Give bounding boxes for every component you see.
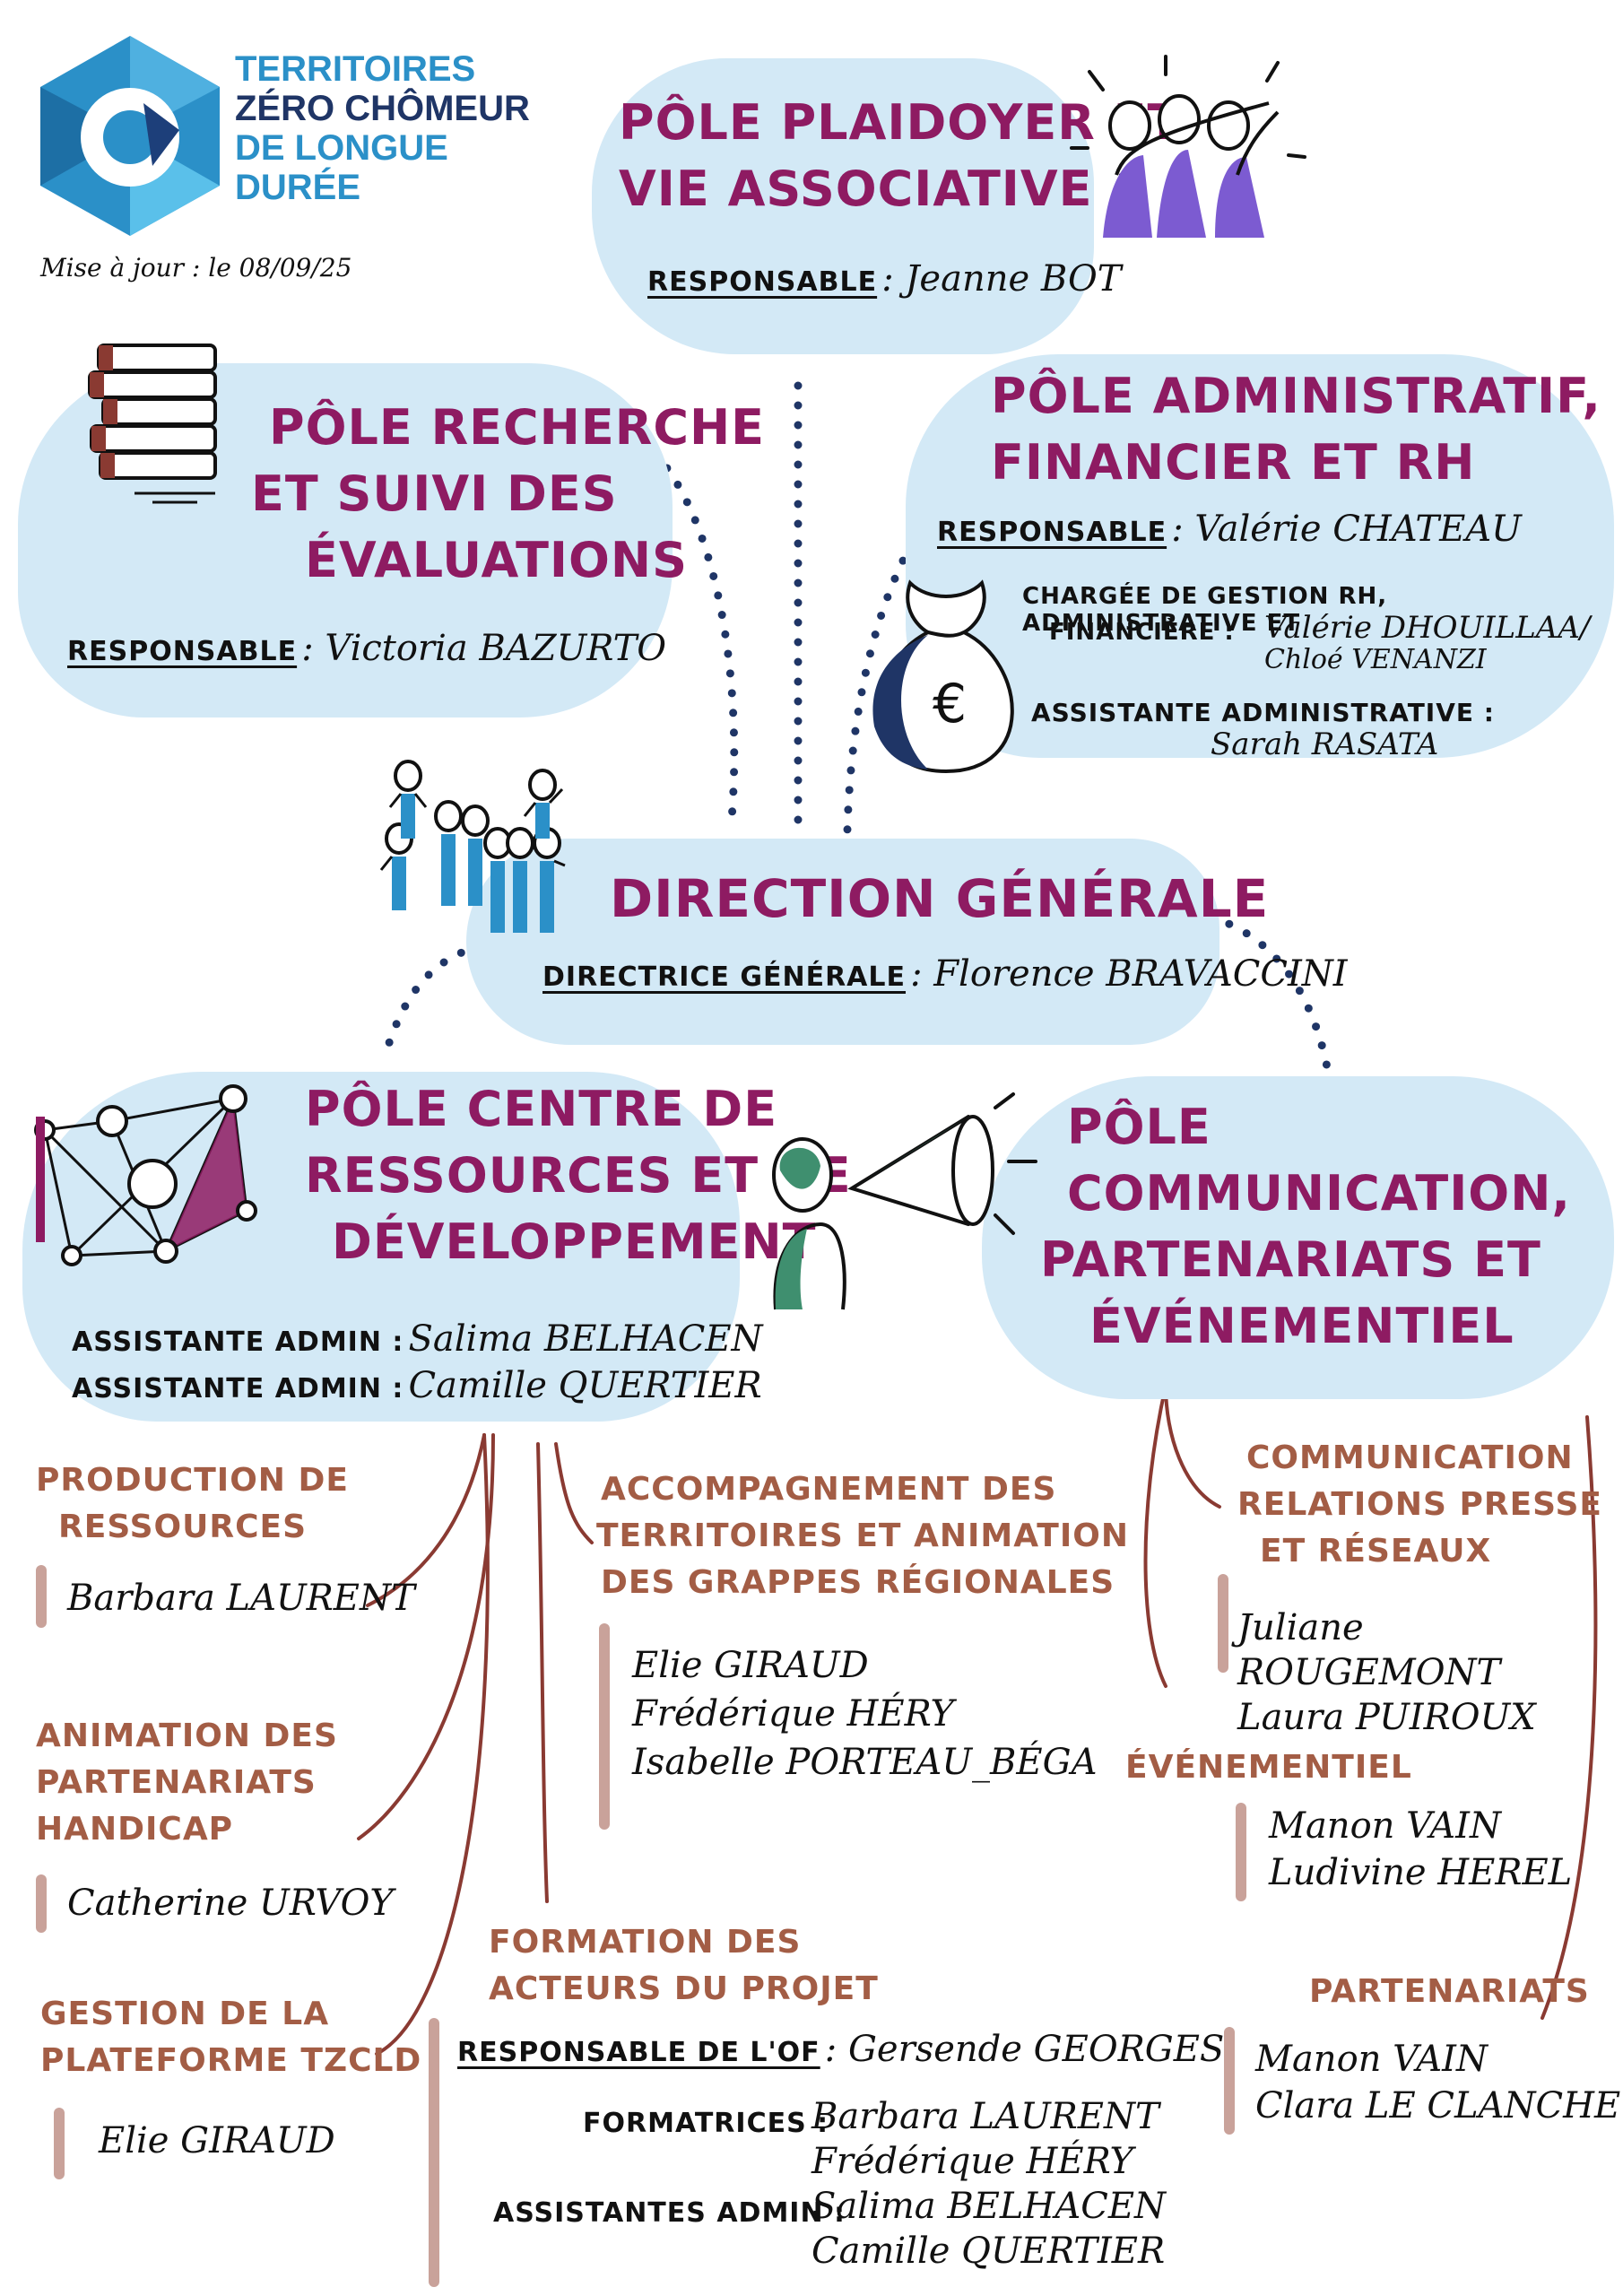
team-icon — [1070, 55, 1306, 238]
charge-names-2: Chloé VENANZI — [1264, 644, 1487, 675]
sub-accompagnement-names: Elie GIRAUD Frédérique HÉRY Isabelle POR… — [632, 1645, 1098, 1783]
sub-communication-names: Juliane ROUGEMONT Laura PUIROUX — [1237, 1607, 1536, 1738]
assistantes-label: Assistantes admin : — [493, 2197, 846, 2229]
sub-plateforme-names: Elie GIRAUD — [99, 2120, 335, 2161]
assistantes-names: Salima BELHACEN Camille QUERTIER — [812, 2186, 1167, 2272]
sub-evenementiel-names: Manon VAIN Ludivine HEREL — [1269, 1805, 1573, 1893]
pole-direction-responsable: Directrice générale : Florence BRAVACCIN… — [542, 953, 1348, 995]
branch-communication — [1164, 1384, 1221, 1509]
pole-administratif-responsable: Responsable : Valérie CHATEAU — [937, 509, 1522, 550]
cloud-centre — [22, 1072, 740, 1422]
sub-handicap-bar — [36, 1874, 47, 1933]
branch-partenariats — [1541, 1415, 1598, 2020]
pole-direction-title: Direction générale — [610, 868, 1270, 929]
sub-evenementiel-title: Événementiel — [1125, 1749, 1412, 1786]
cloud-administratif — [906, 354, 1614, 758]
pole-plaidoyer-title: Pôle plaidoyer et vie associative — [619, 94, 1182, 217]
sub-production-names: Barbara LAURENT — [67, 1578, 415, 1619]
pole-centre-title: Pôle centre de ressources et de développ… — [305, 1081, 852, 1270]
charge-names-1: Valérie DHOUILLAA/ — [1264, 610, 1591, 646]
dotted-link-recherche — [650, 448, 739, 834]
pole-recherche-title: Pôle recherche et suivi des évaluations — [251, 399, 766, 588]
dotted-link-administratif — [843, 462, 977, 834]
logo-text: TERRITOIRES ZÉRO CHÔMEUR DE LONGUE DURÉE — [235, 49, 530, 207]
sub-accompagnement-title: Accompagnement des territoires et animat… — [596, 1471, 1129, 1601]
branch-plateforme — [375, 1433, 490, 2056]
sub-evenementiel-bar — [1236, 1803, 1246, 1901]
assist-admin-label: Assistante administrative : — [1031, 698, 1495, 727]
dotted-link-centre — [381, 942, 484, 1058]
branch-formation — [536, 1442, 549, 1903]
cloud-communication — [982, 1076, 1614, 1399]
crowd-icon — [379, 760, 566, 933]
charge-label-1: Chargée de gestion RH, administrative et — [1022, 583, 1388, 637]
update-note: Mise à jour : le 08/09/25 — [40, 253, 352, 283]
svg-text:€: € — [933, 673, 967, 735]
sub-handicap-title: Animation des partenariats handicap — [36, 1718, 338, 1848]
pole-plaidoyer-responsable: Responsable : Jeanne BOT — [647, 258, 1122, 300]
sub-partenariats-names: Manon VAIN Clara LE CLANCHE — [1255, 2039, 1621, 2126]
branch-evenementiel — [1143, 1384, 1167, 1688]
branch-handicap — [357, 1433, 495, 1840]
sub-accompagnement-bar — [599, 1623, 610, 1830]
branch-production — [366, 1433, 486, 1607]
network-icon — [34, 1084, 257, 1266]
logo-hexagon-icon — [40, 36, 220, 236]
formatrices-names: Barbara LAURENT Frédérique HÉRY — [812, 2096, 1159, 2182]
sub-formation-responsable: Responsable de l'OF : Gersende GEORGES — [457, 2029, 1225, 2070]
sub-communication-bar — [1218, 1574, 1228, 1673]
centre-assist-2: Assistante admin : Camille QUERTIER — [72, 1365, 762, 1406]
charge-label-2: financière : — [1049, 619, 1235, 646]
sub-production-bar — [36, 1565, 47, 1628]
megaphone-icon — [772, 1092, 1037, 1310]
sub-formation-title: Formation des acteurs du projet — [489, 1924, 879, 2007]
cloud-direction — [466, 839, 1219, 1045]
pole-administratif-title: Pôle administratif, financier et RH — [991, 368, 1601, 491]
pole-communication-title: Pôle communication, partenariats et évén… — [1040, 1099, 1571, 1354]
branch-accompagnement — [554, 1442, 594, 1544]
cloud-plaidoyer — [592, 58, 1094, 354]
sub-handicap-names: Catherine URVOY — [67, 1883, 394, 1924]
assist-admin-name: Sarah RASATA — [1211, 726, 1439, 762]
sub-partenariats-title: Partenariats — [1309, 1973, 1590, 2010]
sub-formation-bar — [429, 2018, 439, 2287]
pole-recherche-responsable: Responsable : Victoria BAZURTO — [67, 628, 667, 669]
sub-production-title: Production de ressources — [36, 1462, 349, 1545]
sub-plateforme-title: Gestion de la plateforme TZCLD — [40, 1996, 422, 2079]
logo — [36, 31, 224, 241]
sub-plateforme-bar — [54, 2108, 65, 2179]
money-bag-icon: € — [872, 579, 1014, 774]
formatrices-label: Formatrices : — [583, 2108, 829, 2139]
sub-communication-title: Communication relations presse et réseau… — [1237, 1439, 1602, 1570]
sub-partenariats-bar — [1224, 2027, 1235, 2135]
books-icon — [88, 344, 217, 504]
centre-assist-1: Assistante admin : Salima BELHACEN — [72, 1318, 763, 1360]
